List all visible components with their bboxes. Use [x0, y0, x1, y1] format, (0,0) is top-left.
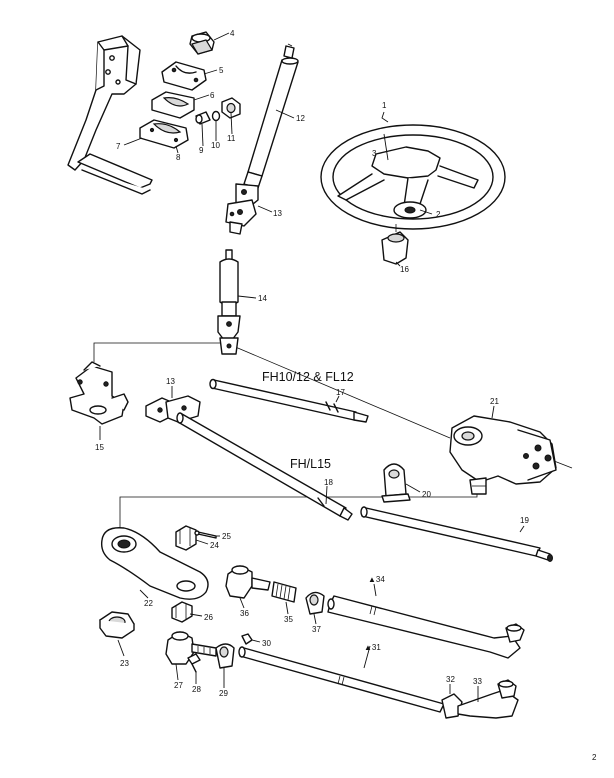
part-9-bolt	[195, 111, 211, 125]
callout-14: 14	[258, 294, 267, 303]
part-35-threaded-sleeve	[271, 581, 297, 603]
callout-12: 12	[296, 114, 305, 123]
callout-3: 3	[372, 149, 377, 158]
part-23-nut	[99, 611, 135, 639]
callout-36: 36	[240, 609, 249, 618]
callout-23: 23	[120, 659, 129, 668]
callout-15: 15	[95, 443, 104, 452]
callout-30: 30	[262, 639, 271, 648]
callout-25: 25	[222, 532, 231, 541]
part-24-castle-nut	[175, 525, 197, 551]
callout-27: 27	[174, 681, 183, 690]
cab-bracket	[67, 35, 153, 195]
callout-21: 21	[490, 397, 499, 406]
part-5-clamp-half	[161, 61, 207, 91]
callout-18: 18	[324, 478, 333, 487]
leader-lines	[99, 32, 525, 702]
callout-5: 5	[219, 66, 224, 75]
callout-35: 35	[284, 615, 293, 624]
part-14-intermediate-shaft	[217, 249, 241, 355]
part-4-bushing	[189, 31, 215, 55]
callout-10: 10	[211, 141, 220, 150]
part-11-nut	[221, 97, 241, 119]
part-12-upper-shaft	[243, 43, 299, 189]
callout-28: 28	[192, 685, 201, 694]
column-clamp-parts	[139, 31, 241, 149]
part-3-horn-pad	[371, 146, 441, 179]
callout-2: 2	[436, 210, 441, 219]
part-36-ball-joint	[225, 565, 271, 599]
callout-29: 29	[219, 689, 228, 698]
part-22-pitman-arm	[100, 527, 209, 600]
callout-numbers: 4 5 6 7 8 9 10 11 12 13 14 1 3 2 16 13 1…	[95, 29, 529, 698]
callout-6: 6	[210, 91, 215, 100]
part-30-nut	[241, 633, 253, 645]
part-15-bearing-bracket	[69, 361, 129, 425]
callout-20: 20	[422, 490, 431, 499]
callout-32: 32	[446, 675, 455, 684]
part-25-cotter-pin	[194, 530, 217, 539]
part-28-bolt	[187, 653, 201, 673]
part-20-bracket	[381, 463, 411, 503]
part-13-upper-universal-joint	[225, 183, 259, 235]
callout-33: 33	[473, 677, 482, 686]
callout-11: 11	[227, 134, 236, 143]
part-13-lower-universal-joint	[145, 395, 201, 423]
part-19-lower-shaft	[360, 506, 553, 562]
callout-9: 9	[199, 146, 204, 155]
callout-7: 7	[116, 142, 121, 151]
callout-24: 24	[210, 541, 219, 550]
callout-22: 22	[144, 599, 153, 608]
callout-1: 1	[382, 101, 387, 110]
part-33-tie-rod-end	[457, 679, 519, 719]
callout-13-upper: 13	[273, 209, 282, 218]
part-10-washer	[211, 110, 221, 122]
callout-37: 37	[312, 625, 321, 634]
part-37-clamp	[305, 591, 325, 615]
part-34-drag-link	[327, 595, 525, 659]
part-7-8-clamp-block	[139, 119, 189, 149]
part-21-steering-gear	[449, 415, 557, 495]
part-18-steering-shaft-fhl15	[176, 412, 353, 521]
callout-34: ▲34	[368, 575, 385, 584]
callout-31: ▲31	[364, 643, 381, 652]
part-1-steering-wheel	[320, 124, 506, 230]
callout-26: 26	[204, 613, 213, 622]
heading-fh10-fl12: FH10/12 & FL12	[262, 370, 354, 384]
heading-fhl15: FH/L15	[290, 457, 331, 471]
part-26-castle-nut	[171, 601, 193, 623]
callout-13-lower: 13	[166, 377, 175, 386]
part-6-clamp-half	[151, 91, 195, 119]
part-29-clamp	[215, 643, 235, 669]
page-number: 2	[592, 753, 597, 762]
callout-8: 8	[176, 153, 181, 162]
part-16-hub-coupling	[381, 224, 409, 265]
callout-19: 19	[520, 516, 529, 525]
callout-16: 16	[400, 265, 409, 274]
callout-4: 4	[230, 29, 235, 38]
part-17-steering-shaft-fh10	[209, 378, 369, 423]
callout-17: 17	[336, 388, 345, 397]
part-31-tie-rod	[238, 646, 445, 713]
